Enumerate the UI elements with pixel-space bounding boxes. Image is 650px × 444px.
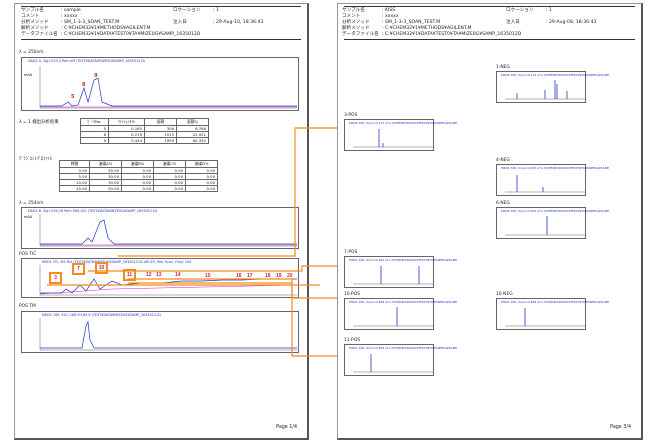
tic-peak-label: 17 (247, 273, 253, 279)
uv1-ylabel: mAU (24, 73, 33, 77)
uv2-trace (40, 219, 297, 245)
page1-footer: Page 1/4 (276, 425, 297, 430)
table-header: 溶媒A% (89, 160, 122, 168)
tm-plot (39, 318, 297, 351)
tic-chromatogram: MSD1 TIC, MS File (TEST¥DATA¥MIZE0G¥SAMP… (21, 258, 299, 298)
table-header: 溶媒D% (185, 160, 218, 168)
tic-title: POS TIC (19, 252, 37, 257)
spectrum-label: 10-POS (344, 292, 361, 297)
page2-header-right: ロケーション: 1 注入日: 29-Aug-08, 18:36:43 (506, 8, 597, 25)
gradient-title: ｸﾞﾗｼﾞｴﾝﾄﾌﾟﾛﾌｧｲﾙ (19, 157, 52, 162)
mass-spectrum-6-neg: MSD1 SPC, time=0.300 of C:¥CHEM¥1¥DATA¥T… (496, 207, 609, 239)
top-rule (21, 6, 301, 7)
tm-banner: MSD1 169, EIC=168.9:169.9 (TEST¥DATA¥MIZ… (42, 313, 161, 317)
tm-title: POS TM (19, 304, 36, 309)
uv1-chromatogram: DAD1 A, Sig=250,4 Ref=off (TEST¥DATA¥MIZ… (21, 57, 299, 111)
uv1-peak-label: 8 (82, 82, 86, 88)
spectrum-label: 1-NEG (496, 65, 510, 70)
mass-spectrum-10-neg: MSD1 SPC, time=0.486 of C:¥CHEM¥1¥DATA¥T… (496, 298, 609, 330)
table-header: 溶媒B% (121, 160, 154, 168)
page1-header-right: ロケーション: 1 注入日: 29-Aug-10, 18:36:43 (173, 8, 264, 25)
table-header: 溶媒C% (153, 160, 186, 168)
mass-spectrum-1-neg: MSD1 SPC, time=0.113 of C:¥CHEM¥1¥DATA¥T… (496, 71, 609, 103)
uv2-chromatogram: DAD1 B, Sig=254,16 Ref=360,100 (TEST¥DAT… (21, 207, 299, 249)
tic-peak-box[interactable]: 11 (123, 269, 136, 281)
tm-chromatogram: MSD1 169, EIC=168.9:169.9 (TEST¥DATA¥MIZ… (21, 311, 299, 353)
spectrum-label: 3-POS (344, 113, 358, 118)
page2-header: サンプル名: KISS コメント: xxxxx 分析メソッド: SM_1-3-3… (342, 8, 522, 37)
tic-peak-label: 20 (287, 273, 293, 279)
tic-peak-box[interactable]: 3 (49, 272, 62, 284)
tic-peak-label: 12 (146, 272, 152, 278)
tm-trace (40, 320, 297, 349)
header-rule (21, 39, 301, 40)
tic-peak-label: 14 (175, 272, 181, 278)
tic-plot (39, 265, 298, 296)
tic-peak-box[interactable]: 10 (95, 262, 108, 274)
tic-peak-label: 16 (236, 273, 242, 279)
mass-spectrum-11-pos: MSD1 SPC, time=0.583 of C:¥CHEM¥1¥DATA¥T… (344, 344, 457, 376)
report-page-1: サンプル名: sample コメント: xxxxx 分析メソッド: SM_1-3… (14, 3, 309, 440)
uv1-peak-label: 9 (94, 73, 98, 79)
spectrum-label: 6-NEG (496, 201, 510, 206)
mass-spectrum-7-pos: MSD1 SPC, time=0.361 of C:¥CHEM¥1¥DATA¥T… (344, 256, 457, 288)
page1-header: サンプル名: sample コメント: xxxxx 分析メソッド: SM_1-3… (21, 8, 201, 37)
uv2-ylabel: mAU (24, 215, 33, 219)
mass-spectrum-4-neg: MSD1 SPC, time=0.250 of C:¥CHEM¥1¥DATA¥T… (496, 164, 609, 196)
spectrum-label: 4-NEG (496, 158, 510, 163)
uv1-trace (40, 77, 297, 107)
tic-peak-box[interactable]: 7 (72, 263, 85, 275)
spectrum-label: 10-NEG (496, 292, 513, 297)
spectrum-label: 11-POS (344, 338, 361, 343)
uv1-plot: mAU 5 8 9 (24, 66, 297, 109)
table-header: ﾘﾃﾝｼｮﾝﾀｲﾑ (108, 118, 145, 126)
uv2-banner: DAD1 B, Sig=254,16 Ref=360,100 (TEST¥DAT… (28, 209, 158, 213)
tic-peak-label: 18 (265, 273, 271, 279)
tic-peak-label: 13 (156, 272, 162, 278)
table-header: 面積% (176, 118, 209, 126)
report-page-2: サンプル名: KISS コメント: xxxxx 分析メソッド: SM_1-3-3… (337, 3, 643, 440)
header-rule (344, 39, 635, 40)
table-header: 時間 (59, 160, 90, 168)
mass-spectrum-3-pos: MSD1 SPC, time=0.137 of C:¥CHEM¥1¥DATA¥T… (344, 119, 457, 151)
uv2-title: λ = 254nm (19, 201, 44, 206)
uv2-plot: mAU (24, 214, 297, 247)
uv1-banner: DAD1 A, Sig=250,4 Ref=off (TEST¥DATA¥MIZ… (28, 59, 146, 63)
tic-banner: MSD1 TIC, MS File (TEST¥DATA¥MIZE0G¥SAMP… (42, 260, 192, 264)
uv1-title: λ = 250nm (19, 50, 44, 55)
tic-peak-label: 15 (205, 273, 211, 279)
top-rule (344, 6, 635, 7)
uv1-peak-label: 5 (71, 94, 75, 100)
page2-footer: Page 3/4 (610, 425, 631, 430)
table-header: 面積 (144, 118, 177, 126)
mass-spectrum-10-pos: MSD1 SPC, time=0.486 of C:¥CHEM¥1¥DATA¥T… (344, 298, 457, 330)
peak-table-title: λ = 1 検出分析結果 (19, 120, 59, 125)
tic-peak-label: 19 (276, 273, 282, 279)
spectrum-label: 7-POS (344, 250, 358, 255)
table-header: ﾋﾟｰｸNo. (80, 118, 109, 126)
